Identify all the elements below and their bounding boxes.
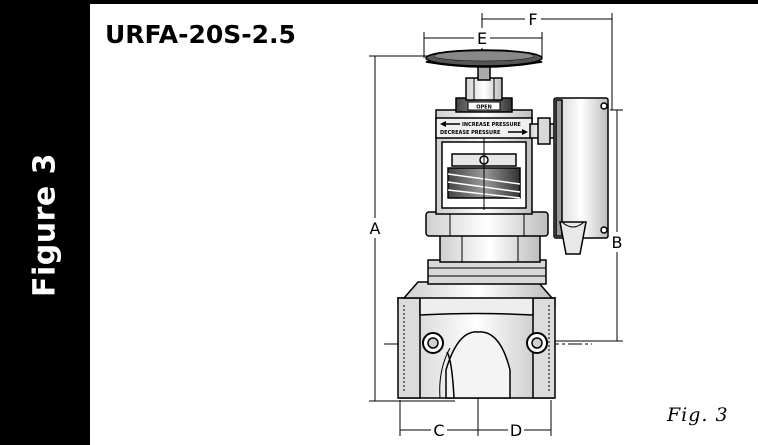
top-rule (90, 0, 758, 4)
dimension-label-a: A (370, 219, 381, 238)
dimension-label-e: E (477, 29, 487, 48)
dimension-label-c: C (433, 421, 444, 440)
open-plate (467, 101, 501, 111)
increase-pressure-marking: INCREASE PRESSURE (462, 122, 521, 128)
side-switch-box (529, 97, 609, 255)
pressure-arrows (440, 121, 528, 135)
actuator-housing (435, 109, 533, 215)
handwheel-icon (425, 49, 543, 68)
dimension-label-f: F (528, 10, 537, 29)
model-title: URFA-20S-2.5 (105, 20, 296, 49)
label-backgrounds (367, 9, 625, 440)
bonnet (402, 211, 554, 299)
sidebar: Figure 3 (0, 0, 90, 445)
decrease-pressure-marking: DECREASE PRESSURE (440, 130, 501, 136)
dimension-label-b: B (612, 233, 623, 252)
open-marking: OPEN (476, 105, 492, 111)
figure-caption: Fig. 3 (667, 404, 729, 426)
valve-body (397, 297, 556, 399)
dimension-label-d: D (510, 421, 522, 440)
